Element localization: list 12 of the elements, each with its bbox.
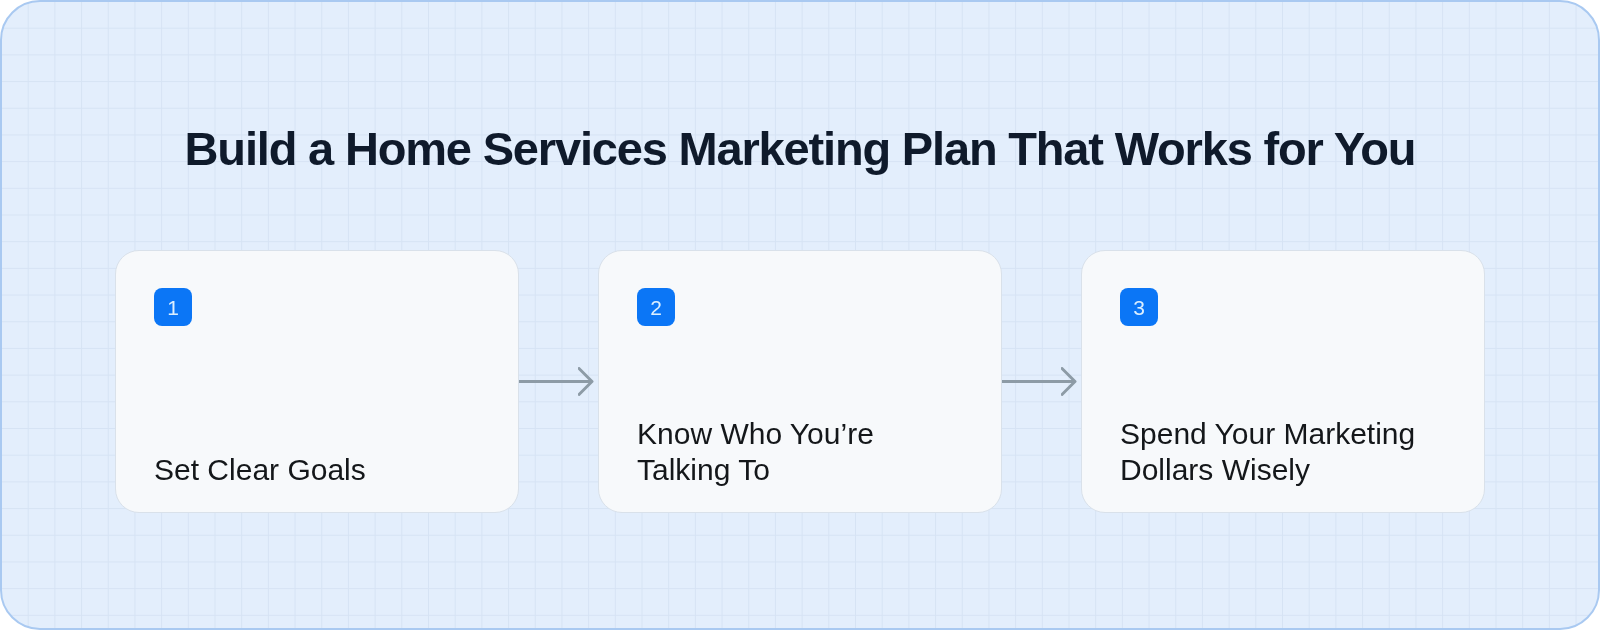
step-card (1081, 250, 1485, 513)
step-number-badge: 1 (154, 288, 192, 326)
step-number-badge: 3 (1120, 288, 1158, 326)
step-label: Set Clear Goals (154, 452, 367, 488)
step-label: Spend Your Marketing Dollars Wisely (1120, 416, 1417, 488)
diagram-title: Build a Home Services Marketing Plan That Works for You (184, 121, 1416, 177)
arrow (519, 367, 594, 396)
step-card (115, 250, 519, 513)
arrow (1002, 367, 1077, 396)
step-number-badge: 2 (637, 288, 675, 326)
step-label: Know Who You’re Talking To (637, 416, 875, 488)
step-card (598, 250, 1002, 513)
